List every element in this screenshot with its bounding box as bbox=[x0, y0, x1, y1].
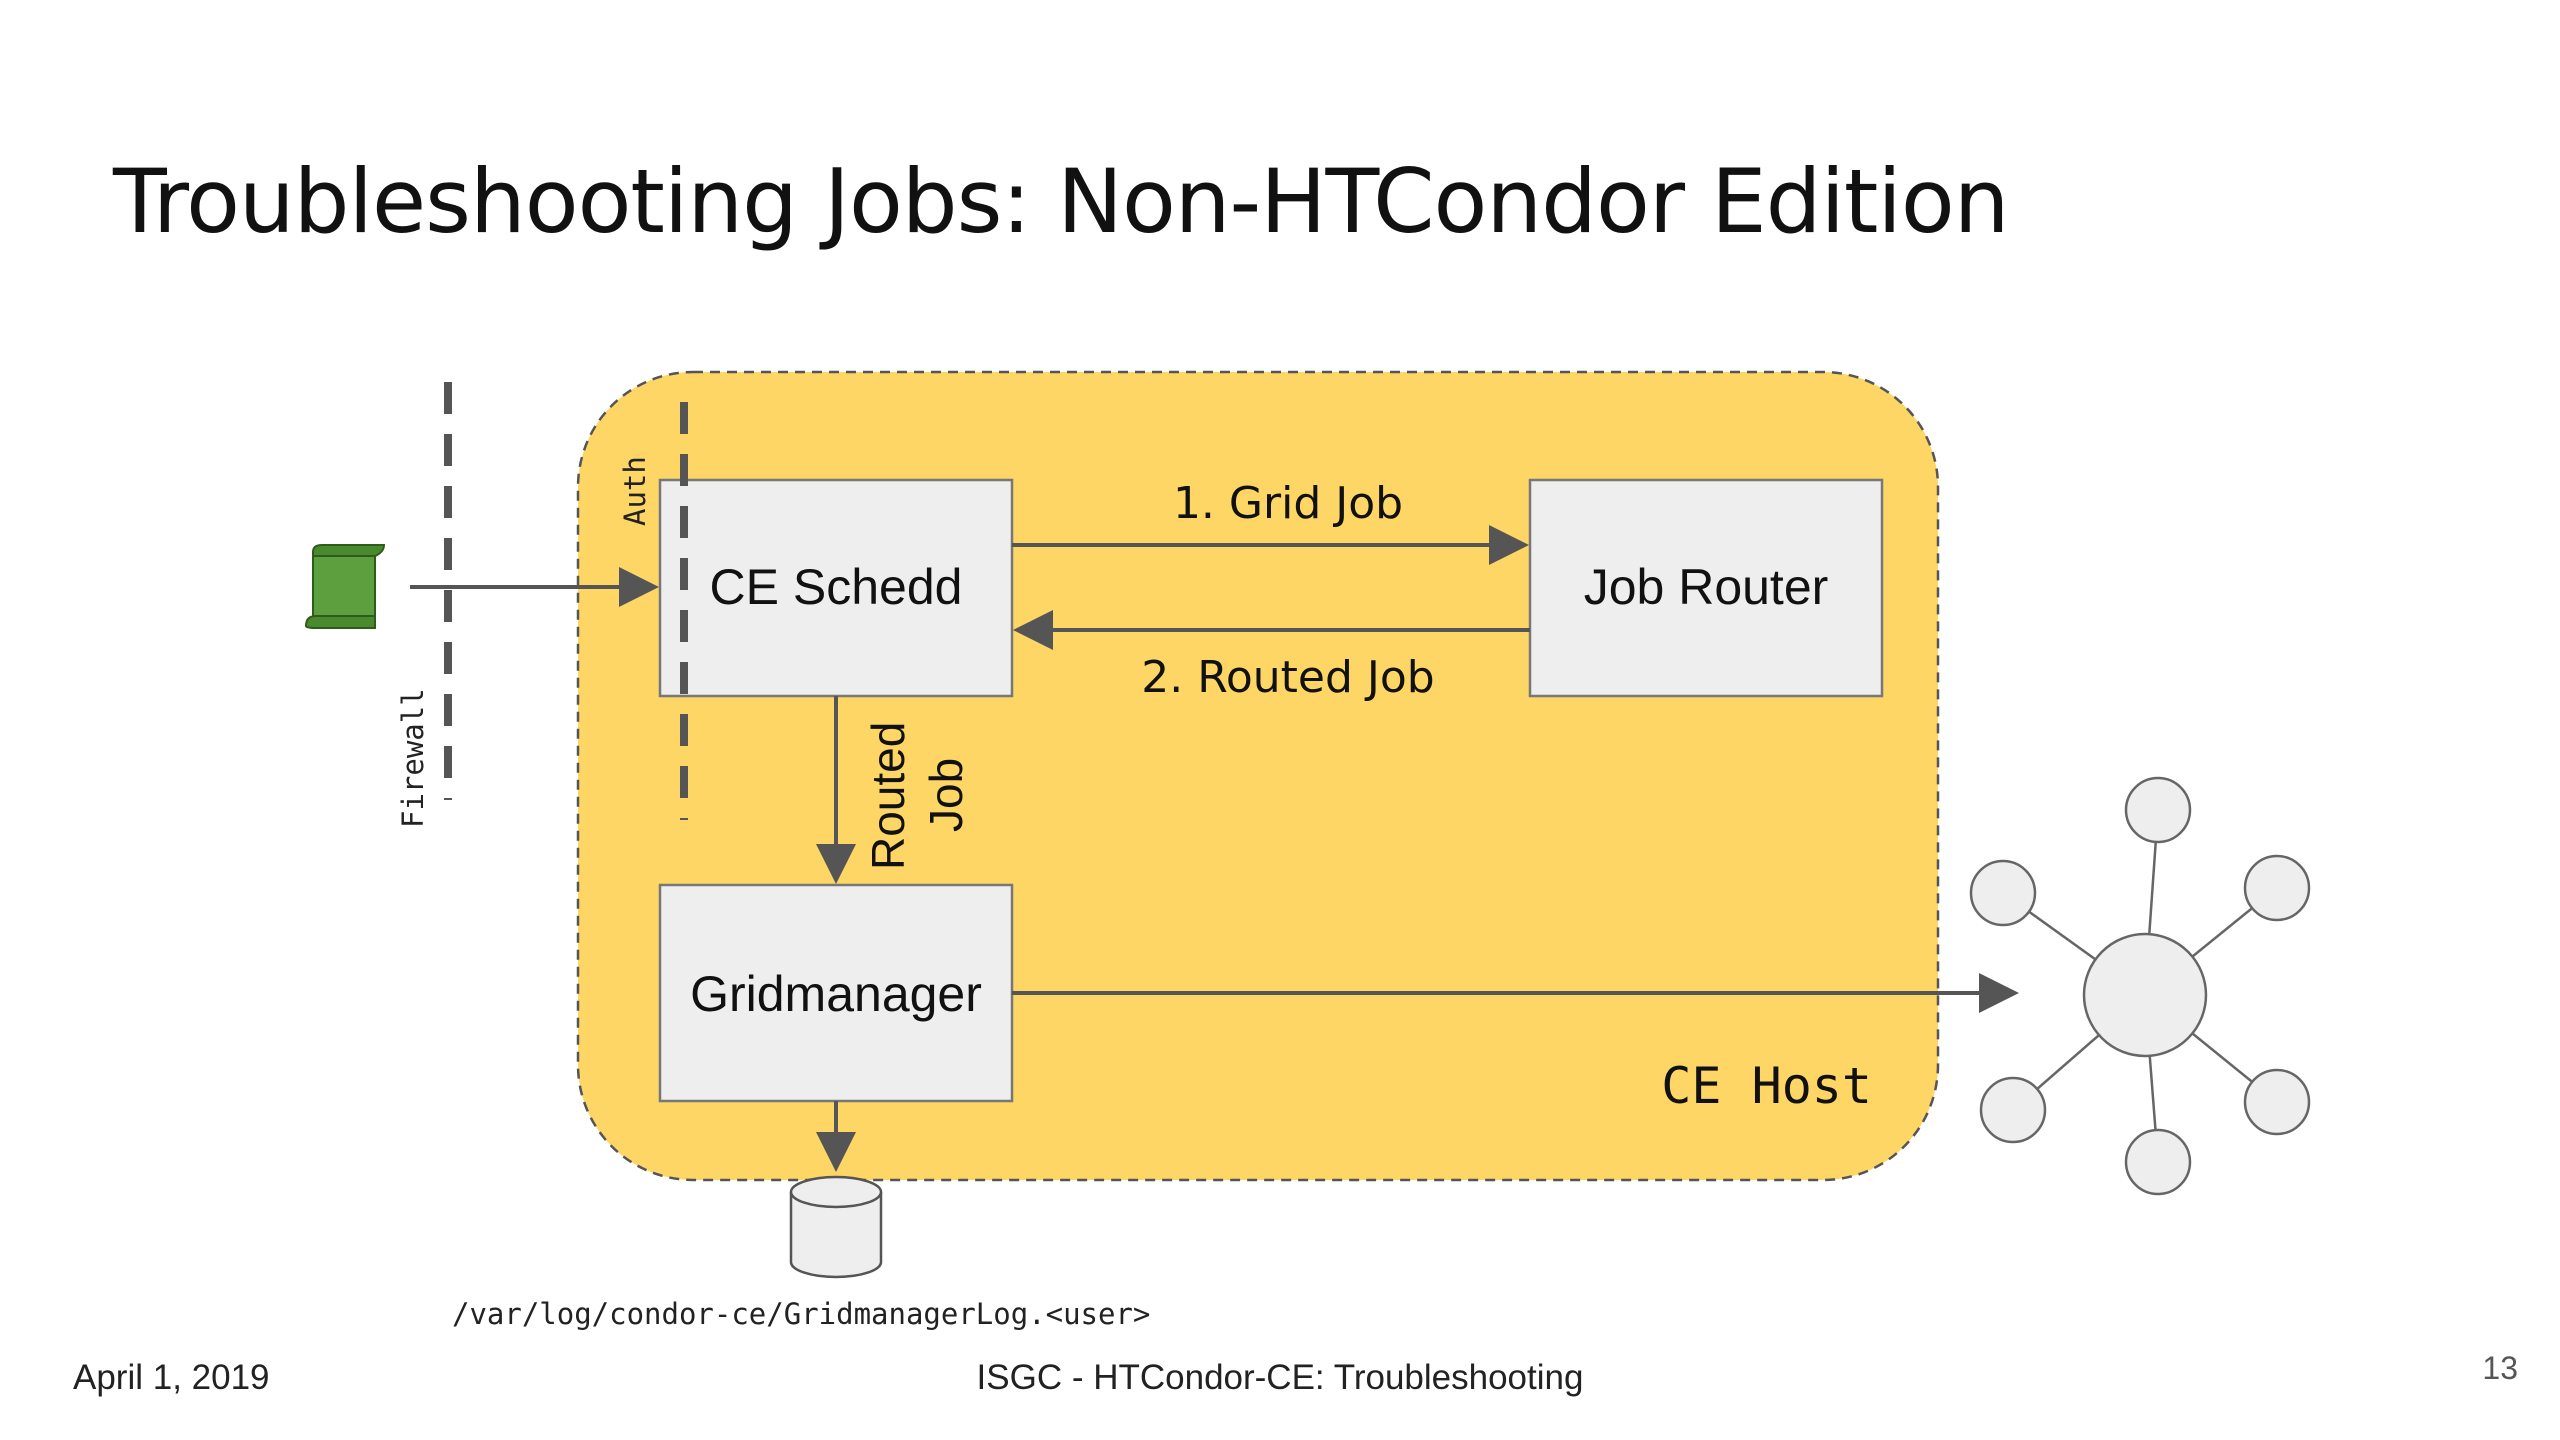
routed-job-vertical-label-line1: Routed bbox=[862, 722, 914, 870]
network-hub-icon bbox=[1969, 776, 2311, 1196]
database-cylinder-icon bbox=[789, 1175, 883, 1279]
grid-job-label: 1. Grid Job bbox=[1173, 478, 1403, 529]
firewall-label: Firewall bbox=[396, 688, 430, 828]
slide-title: Troubleshooting Jobs: Non-HTCondor Editi… bbox=[113, 150, 2009, 253]
hub-node-top-left bbox=[1969, 859, 2037, 927]
ce-schedd-label: CE Schedd bbox=[710, 559, 963, 615]
ce-host-label: CE Host bbox=[1661, 1057, 1872, 1115]
routed-job-vertical-label-line2: Job bbox=[920, 758, 972, 832]
footer-title: ISGC - HTCondor-CE: Troubleshooting bbox=[976, 1358, 1584, 1397]
scroll-icon bbox=[304, 544, 386, 629]
footer-date: April 1, 2019 bbox=[73, 1358, 270, 1397]
page-number: 13 bbox=[2482, 1350, 2518, 1386]
hub-node-top-right bbox=[2243, 854, 2311, 922]
hub-node-bottom-left bbox=[1979, 1076, 2047, 1144]
job-router-label: Job Router bbox=[1584, 559, 1829, 615]
hub-node-top bbox=[2124, 776, 2192, 844]
job-router-box bbox=[1528, 478, 1884, 698]
gridmanager-label: Gridmanager bbox=[690, 966, 982, 1022]
routed-job-label: 2. Routed Job bbox=[1141, 652, 1434, 703]
log-path-label: /var/log/condor-ce/GridmanagerLog.<user> bbox=[452, 1297, 1150, 1331]
hub-node-bottom bbox=[2124, 1128, 2192, 1196]
auth-label: Auth bbox=[618, 456, 652, 526]
hub-center-node bbox=[2082, 932, 2208, 1058]
hub-node-bottom-right bbox=[2243, 1068, 2311, 1136]
